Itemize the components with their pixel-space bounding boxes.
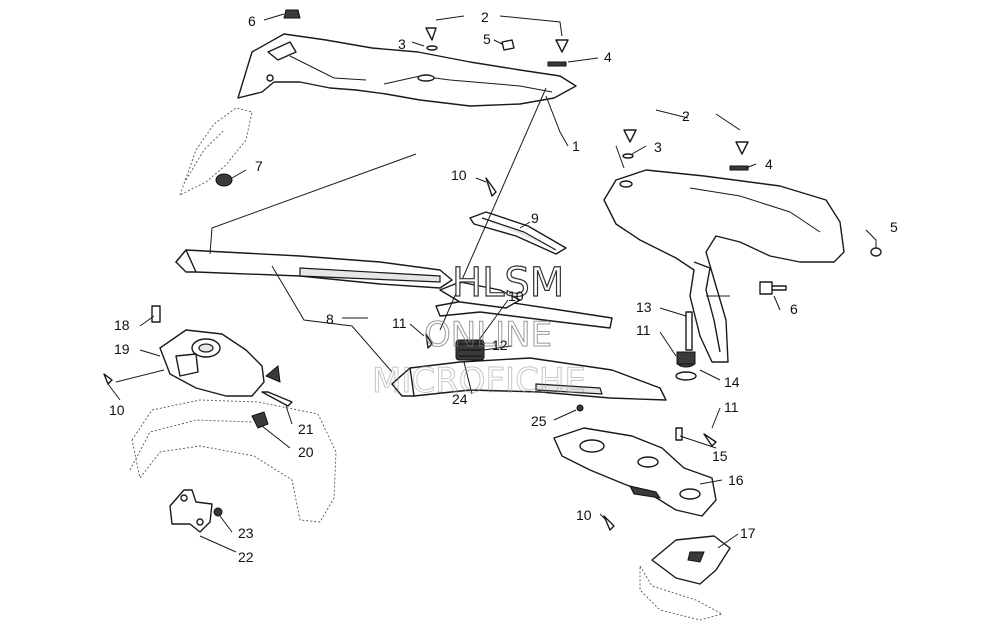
- steering-support-bracket: [159, 329, 265, 397]
- callout-22: 22: [238, 549, 254, 565]
- cotter-10-top: [485, 177, 497, 197]
- callout-4-top: 4: [604, 49, 612, 65]
- callout-5-top: 5: [483, 31, 491, 47]
- callout-17: 17: [740, 525, 756, 541]
- callout-18: 18: [114, 317, 130, 333]
- hardware-items: [103, 9, 882, 531]
- tie-bracket: [469, 211, 567, 255]
- bolt-21: [261, 391, 293, 407]
- upper-shroud-right: [603, 169, 845, 363]
- watermark-line-1: HLSM: [452, 260, 564, 306]
- callout-11-right: 11: [724, 399, 739, 415]
- rubber-bushing: [675, 351, 697, 381]
- washer-3-top: [426, 45, 438, 51]
- cotter-11-right: [703, 433, 717, 447]
- callout-5-right: 5: [890, 219, 898, 235]
- bolt-5-top: [501, 39, 515, 51]
- callout-2-top: 2: [481, 9, 489, 25]
- screw-2-right: [555, 39, 569, 53]
- direction-arrow-icon: [265, 365, 281, 383]
- callout-7: 7: [255, 158, 263, 174]
- callout-16: 16: [728, 472, 744, 488]
- callout-24: 24: [452, 391, 468, 407]
- callout-15: 15: [712, 448, 728, 464]
- cotter-11-left: [425, 333, 433, 349]
- callout-11-left: 11: [392, 315, 407, 331]
- callout-6-top: 6: [248, 13, 256, 29]
- screw-2-left: [425, 27, 437, 41]
- callout-20: 20: [298, 444, 314, 460]
- callout-19: 19: [114, 341, 130, 357]
- lower-bracket-plate: [553, 427, 717, 517]
- floor-plate: [651, 535, 731, 585]
- main-arm-assembly: [175, 249, 667, 401]
- callout-8: 8: [326, 311, 334, 327]
- watermark-line-2: ONLINE: [424, 315, 552, 355]
- callout-1: 1: [572, 138, 580, 154]
- callout-10-left: 10: [109, 402, 125, 418]
- phantom-frame-upper-left: [179, 107, 253, 196]
- upper-shroud-left: [237, 33, 577, 107]
- grommet-7: [215, 173, 233, 187]
- callout-2-right: 2: [682, 108, 690, 124]
- leader-lines: [107, 13, 877, 553]
- cotter-10-left: [103, 373, 113, 385]
- nut-4-right: [729, 165, 749, 171]
- nut-4-top: [547, 61, 567, 67]
- phantom-frame-lower-left: [131, 399, 337, 523]
- callout-10-top: 10: [451, 167, 467, 183]
- phantom-chassis-outlines: [129, 107, 724, 621]
- callout-6-right: 6: [790, 301, 798, 317]
- bolt-18: [151, 305, 161, 323]
- callout-3-right: 3: [654, 139, 662, 155]
- nut-23: [213, 507, 223, 517]
- callout-23: 23: [238, 525, 254, 541]
- callout-10-mid: 10: [508, 288, 524, 304]
- callout-3-top: 3: [398, 36, 406, 52]
- callout-10-bottom: 10: [576, 507, 592, 523]
- bolt-6-top: [283, 9, 301, 19]
- callout-9: 9: [531, 210, 539, 226]
- screw-15: [675, 427, 683, 441]
- clip-20: [251, 411, 269, 429]
- screw-2-right-b: [735, 141, 749, 155]
- watermark-line-3: MICROFICHE: [372, 361, 586, 401]
- callout-21: 21: [298, 421, 314, 437]
- callout-labels: 6 2 3 5 4 1 2 3 4 7 10 9 5 10 6 13 8 11 …: [109, 9, 898, 565]
- mount-plate-small: [169, 489, 213, 533]
- bolt-5-right: [870, 247, 882, 257]
- callout-25: 25: [531, 413, 547, 429]
- nut-25: [576, 404, 584, 412]
- callout-4-right: 4: [765, 156, 773, 172]
- callout-11-mid: 11: [636, 322, 651, 338]
- screw-2-right-a: [623, 129, 637, 143]
- watermark: HLSM ONLINE MICROFICHE: [372, 259, 587, 401]
- cotter-10-bottom: [603, 515, 615, 531]
- bolt-13: [685, 311, 693, 351]
- washer-3-right: [622, 153, 634, 159]
- callout-12: 12: [492, 337, 508, 353]
- callout-13: 13: [636, 299, 652, 315]
- bolt-6-right: [759, 281, 787, 295]
- callout-14: 14: [724, 374, 740, 390]
